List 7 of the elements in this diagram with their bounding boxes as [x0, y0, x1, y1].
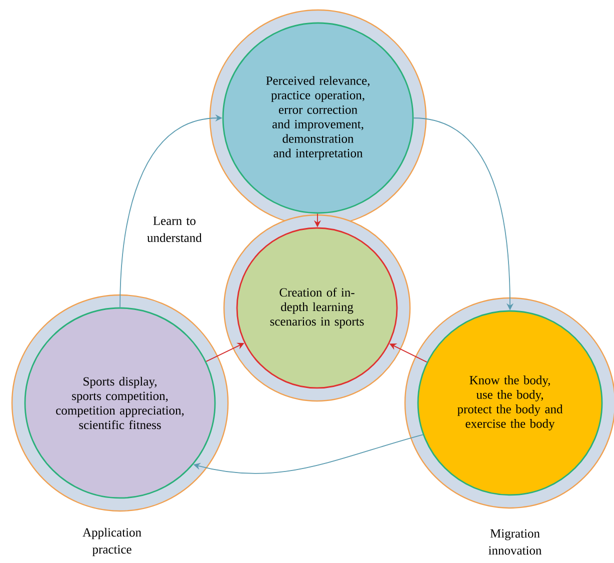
circle-node: Know the body, use the body, protect the body and exercise the body — [404, 297, 614, 509]
circle-node: Sports display, sports competition, competition appreciation, scientific fitness — [11, 294, 229, 512]
circle-node: Creation of in-depth learning scenarios in sports — [223, 214, 411, 402]
circle-node: Perceived relevance, practice operation, error correction and improvement, demonstration and interpretation — [209, 9, 427, 227]
edge-label: Learn to understand — [138, 216, 210, 244]
circle-caption: Migration innovation — [488, 529, 542, 555]
circle-caption: Application practice — [82, 528, 142, 556]
